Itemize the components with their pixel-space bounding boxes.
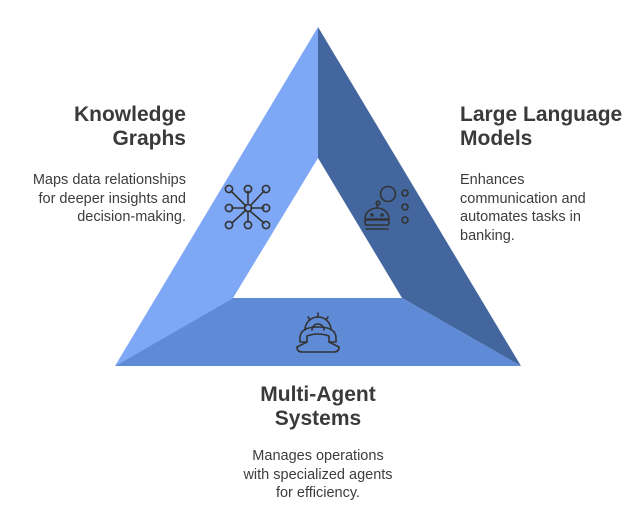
triangle-face-left — [115, 27, 318, 366]
triangle-face-right — [318, 27, 521, 366]
title-line: Systems — [274, 407, 362, 430]
desc-line: for efficiency. — [275, 485, 361, 501]
title-line: Knowledge — [73, 103, 186, 126]
knowledge-graphs-description: Maps data relationships for deeper insig… — [14, 171, 186, 227]
desc-line: automates tasks in — [460, 209, 581, 225]
gear-headset-icon — [296, 312, 340, 353]
large-language-models-block: Large Language Models Enhances communica… — [460, 103, 630, 245]
desc-line: Manages operations — [252, 448, 384, 464]
knowledge-graphs-block: Knowledge Graphs Maps data relationships… — [14, 103, 186, 227]
desc-line: decision-making. — [77, 209, 186, 225]
multi-agent-systems-title: Multi-Agent Systems — [198, 383, 438, 431]
knowledge-graphs-title: Knowledge Graphs — [14, 103, 186, 151]
desc-line: banking. — [460, 227, 515, 244]
title-line: Graphs — [112, 127, 186, 150]
triangle-face-bottom — [115, 298, 521, 366]
desc-line: Maps data relationships — [32, 172, 186, 188]
desc-line: with specialized agents — [243, 466, 393, 483]
desc-line: for deeper insights and — [38, 190, 186, 207]
large-language-models-description: Enhances communication and automates tas… — [460, 171, 630, 245]
multi-agent-systems-description: Manages operations with specialized agen… — [198, 447, 438, 503]
multi-agent-systems-block: Multi-Agent Systems Manages operations w… — [198, 383, 438, 503]
title-line: Large Language — [460, 103, 623, 126]
title-line: Multi-Agent — [260, 383, 376, 406]
large-language-models-title: Large Language Models — [460, 103, 630, 151]
network-graph-icon — [224, 184, 271, 230]
desc-line: Enhances — [460, 172, 525, 188]
robot-bubbles-icon — [364, 185, 409, 230]
desc-line: communication and — [460, 190, 586, 207]
title-line: Models — [460, 127, 533, 150]
